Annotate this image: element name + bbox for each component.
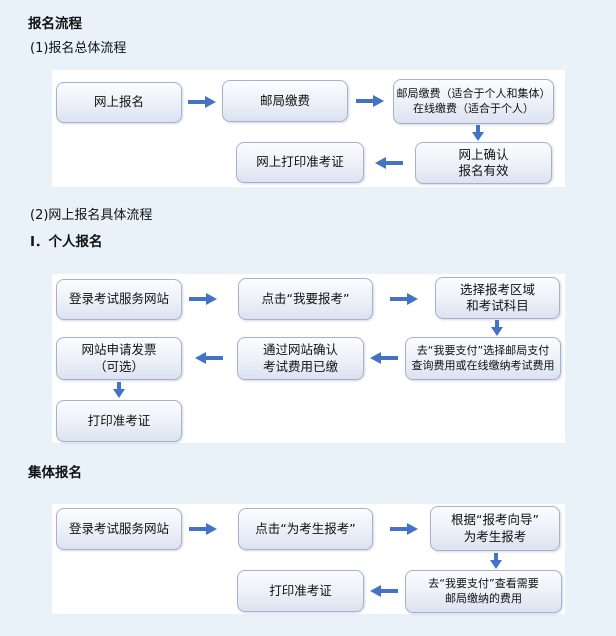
flow2-box-login: 登录考试服务网站 xyxy=(56,279,182,320)
box-label-line1: 根据“报考向导” xyxy=(451,512,539,528)
flow2-box-confirm-paid: 通过网站确认 考试费用已缴 xyxy=(237,337,364,380)
box-label: 去“我要支付”选择邮局支付 查询费用或在线缴纳考试费用 xyxy=(406,344,560,374)
arrow-left-icon xyxy=(370,352,398,364)
box-label: 去“我要支付”查看需要 邮局缴纳的费用 xyxy=(406,577,561,607)
flow2-box-select-region: 选择报考区域 和考试科目 xyxy=(435,277,560,319)
arrow-left-icon xyxy=(375,157,403,169)
flow3-box-wizard: 根据“报考向导” 为考生报考 xyxy=(430,506,560,551)
page-title: 报名流程 xyxy=(28,16,82,32)
flow3-box-login: 登录考试服务网站 xyxy=(56,508,182,550)
box-label: 邮局缴费（适合于个人和集体） 在线缴费（适合于个人） xyxy=(394,87,553,117)
box-label: 打印准考证 xyxy=(269,582,332,598)
section-overall-heading: (1)报名总体流程 xyxy=(30,41,127,56)
box-label-line2: 邮局缴纳的费用 xyxy=(445,591,522,605)
box-label: 网上打印准考证 xyxy=(256,154,344,170)
arrow-right-icon xyxy=(188,96,216,108)
box-label-line1: 网上确认 xyxy=(458,146,509,162)
box-label-line2: 和考试科目 xyxy=(466,298,529,313)
box-label-line1: 去“我要支付”查看需要 xyxy=(428,576,539,590)
arrow-right-icon xyxy=(390,523,418,535)
flow1-box-confirm-valid: 网上确认 报名有效 xyxy=(415,142,552,184)
box-label-line2: （可选） xyxy=(93,358,144,374)
box-label: 网站申请发票 （可选） xyxy=(57,342,181,375)
box-label: 打印准考证 xyxy=(87,412,151,428)
flow3-box-click-apply: 点击“为考生报考” xyxy=(238,508,373,550)
flow1-box-online-register: 网上报名 xyxy=(56,82,182,123)
section-individual-heading: Ⅰ．个人报名 xyxy=(30,234,103,250)
arrow-left-icon xyxy=(195,352,223,364)
arrow-right-icon xyxy=(356,95,384,107)
arrow-down-icon xyxy=(491,320,503,336)
arrow-left-icon xyxy=(370,585,398,597)
flow1-box-pay-options: 邮局缴费（适合于个人和集体） 在线缴费（适合于个人） xyxy=(393,79,554,124)
arrow-right-icon xyxy=(189,293,217,305)
box-label: 点击“为考生报考” xyxy=(255,520,356,536)
flow2-box-print-ticket: 打印准考证 xyxy=(56,400,182,442)
flow2-box-pay: 去“我要支付”选择邮局支付 查询费用或在线缴纳考试费用 xyxy=(405,337,561,380)
arrow-right-icon xyxy=(189,523,217,535)
section-group-heading: 集体报名 xyxy=(28,465,82,481)
flow1-box-post-pay: 邮局缴费 xyxy=(222,80,348,122)
arrow-down-icon xyxy=(113,382,125,398)
box-label-line2: 在线缴费（适合于个人） xyxy=(413,101,534,115)
box-label-line2: 考试费用已缴 xyxy=(262,358,338,374)
flow3-box-print-ticket: 打印准考证 xyxy=(237,570,364,612)
box-label-line2: 报名有效 xyxy=(458,163,509,178)
box-label: 网上确认 报名有效 xyxy=(416,147,551,180)
box-label-line2: 为考生报考 xyxy=(463,528,527,544)
box-label: 点击“我要报考” xyxy=(261,290,350,306)
box-label: 登录考试服务网站 xyxy=(68,520,169,536)
box-label: 登录考试服务网站 xyxy=(68,291,169,307)
section-detail-heading: (2)网上报名具体流程 xyxy=(30,208,153,223)
arrow-right-icon xyxy=(390,293,418,305)
arrow-down-icon xyxy=(472,125,484,141)
box-label-line1: 选择报考区域 xyxy=(459,281,535,297)
flow1-box-print-ticket: 网上打印准考证 xyxy=(236,142,364,183)
box-label-line1: 通过网站确认 xyxy=(262,342,338,358)
box-label: 通过网站确认 考试费用已缴 xyxy=(238,342,363,375)
box-label: 根据“报考向导” 为考生报考 xyxy=(431,512,559,545)
box-label: 邮局缴费 xyxy=(259,92,310,108)
arrow-down-icon xyxy=(490,553,502,569)
box-label-line1: 网站申请发票 xyxy=(81,342,157,358)
box-label: 网上报名 xyxy=(93,94,144,110)
box-label-line1: 去“我要支付”选择邮局支付 xyxy=(416,343,550,357)
box-label-line1: 邮局缴费（适合于个人和集体） xyxy=(396,86,551,100)
flow2-box-invoice: 网站申请发票 （可选） xyxy=(56,337,182,380)
flow2-box-click-apply: 点击“我要报考” xyxy=(238,278,373,320)
box-label-line2: 查询费用或在线缴纳考试费用 xyxy=(411,358,555,372)
box-label: 选择报考区域 和考试科目 xyxy=(436,282,559,315)
flow3-box-pay: 去“我要支付”查看需要 邮局缴纳的费用 xyxy=(405,570,562,613)
